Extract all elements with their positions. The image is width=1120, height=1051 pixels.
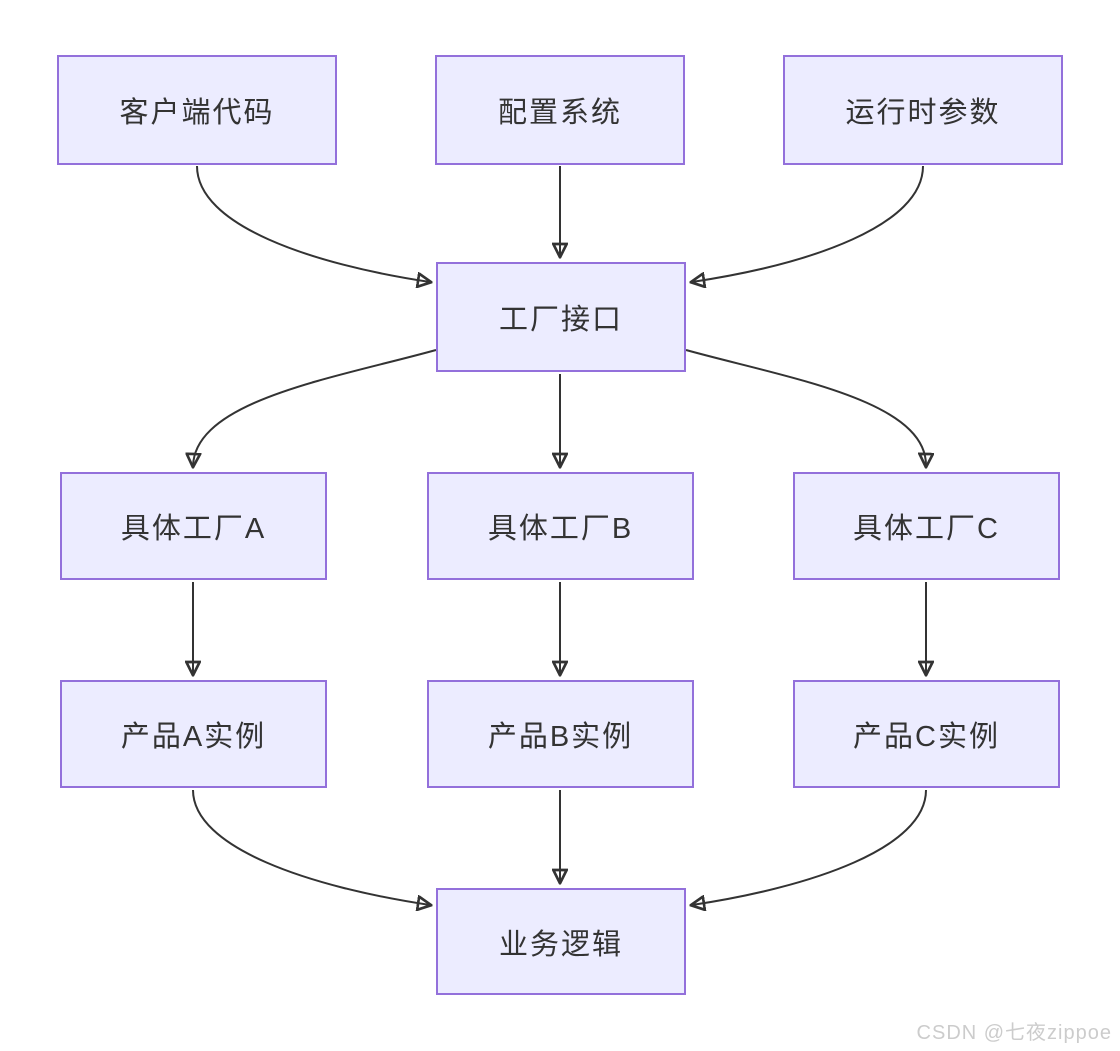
node-business-logic: 业务逻辑 [436,888,686,995]
node-concrete-factory-c: 具体工厂C [793,472,1060,580]
node-concrete-factory-a: 具体工厂A [60,472,327,580]
edge-runtime-to-factory [692,165,924,282]
edge-factory-to-factoryA [193,349,437,466]
node-concrete-factory-a-label: 具体工厂A [120,513,267,545]
watermark: CSDN @七夜zippoe [916,1022,1112,1044]
node-runtime-params: 运行时参数 [783,55,1063,165]
node-config-system-label: 配置系统 [497,97,622,129]
node-runtime-params-label: 运行时参数 [845,97,1001,129]
edge-productA-to-business [192,789,430,905]
node-product-c-instance-label: 产品C实例 [853,721,1000,753]
node-product-b-instance: 产品B实例 [427,680,694,788]
node-concrete-factory-c-label: 具体工厂C [853,513,1000,545]
edge-factory-to-factoryC [685,349,926,466]
node-product-a-instance-label: 产品A实例 [120,721,267,753]
node-concrete-factory-b: 具体工厂B [427,472,694,580]
node-config-system: 配置系统 [435,55,685,165]
node-product-b-instance-label: 产品B实例 [487,721,634,753]
node-factory-interface-label: 工厂接口 [498,304,623,336]
node-client-code-label: 客户端代码 [119,97,275,129]
node-product-c-instance: 产品C实例 [793,680,1060,788]
node-factory-interface: 工厂接口 [436,262,686,372]
edge-productC-to-business [692,789,927,905]
edge-client-to-factory [196,165,430,282]
node-concrete-factory-b-label: 具体工厂B [487,513,634,545]
node-client-code: 客户端代码 [57,55,337,165]
node-product-a-instance: 产品A实例 [60,680,327,788]
node-business-logic-label: 业务逻辑 [498,928,623,961]
